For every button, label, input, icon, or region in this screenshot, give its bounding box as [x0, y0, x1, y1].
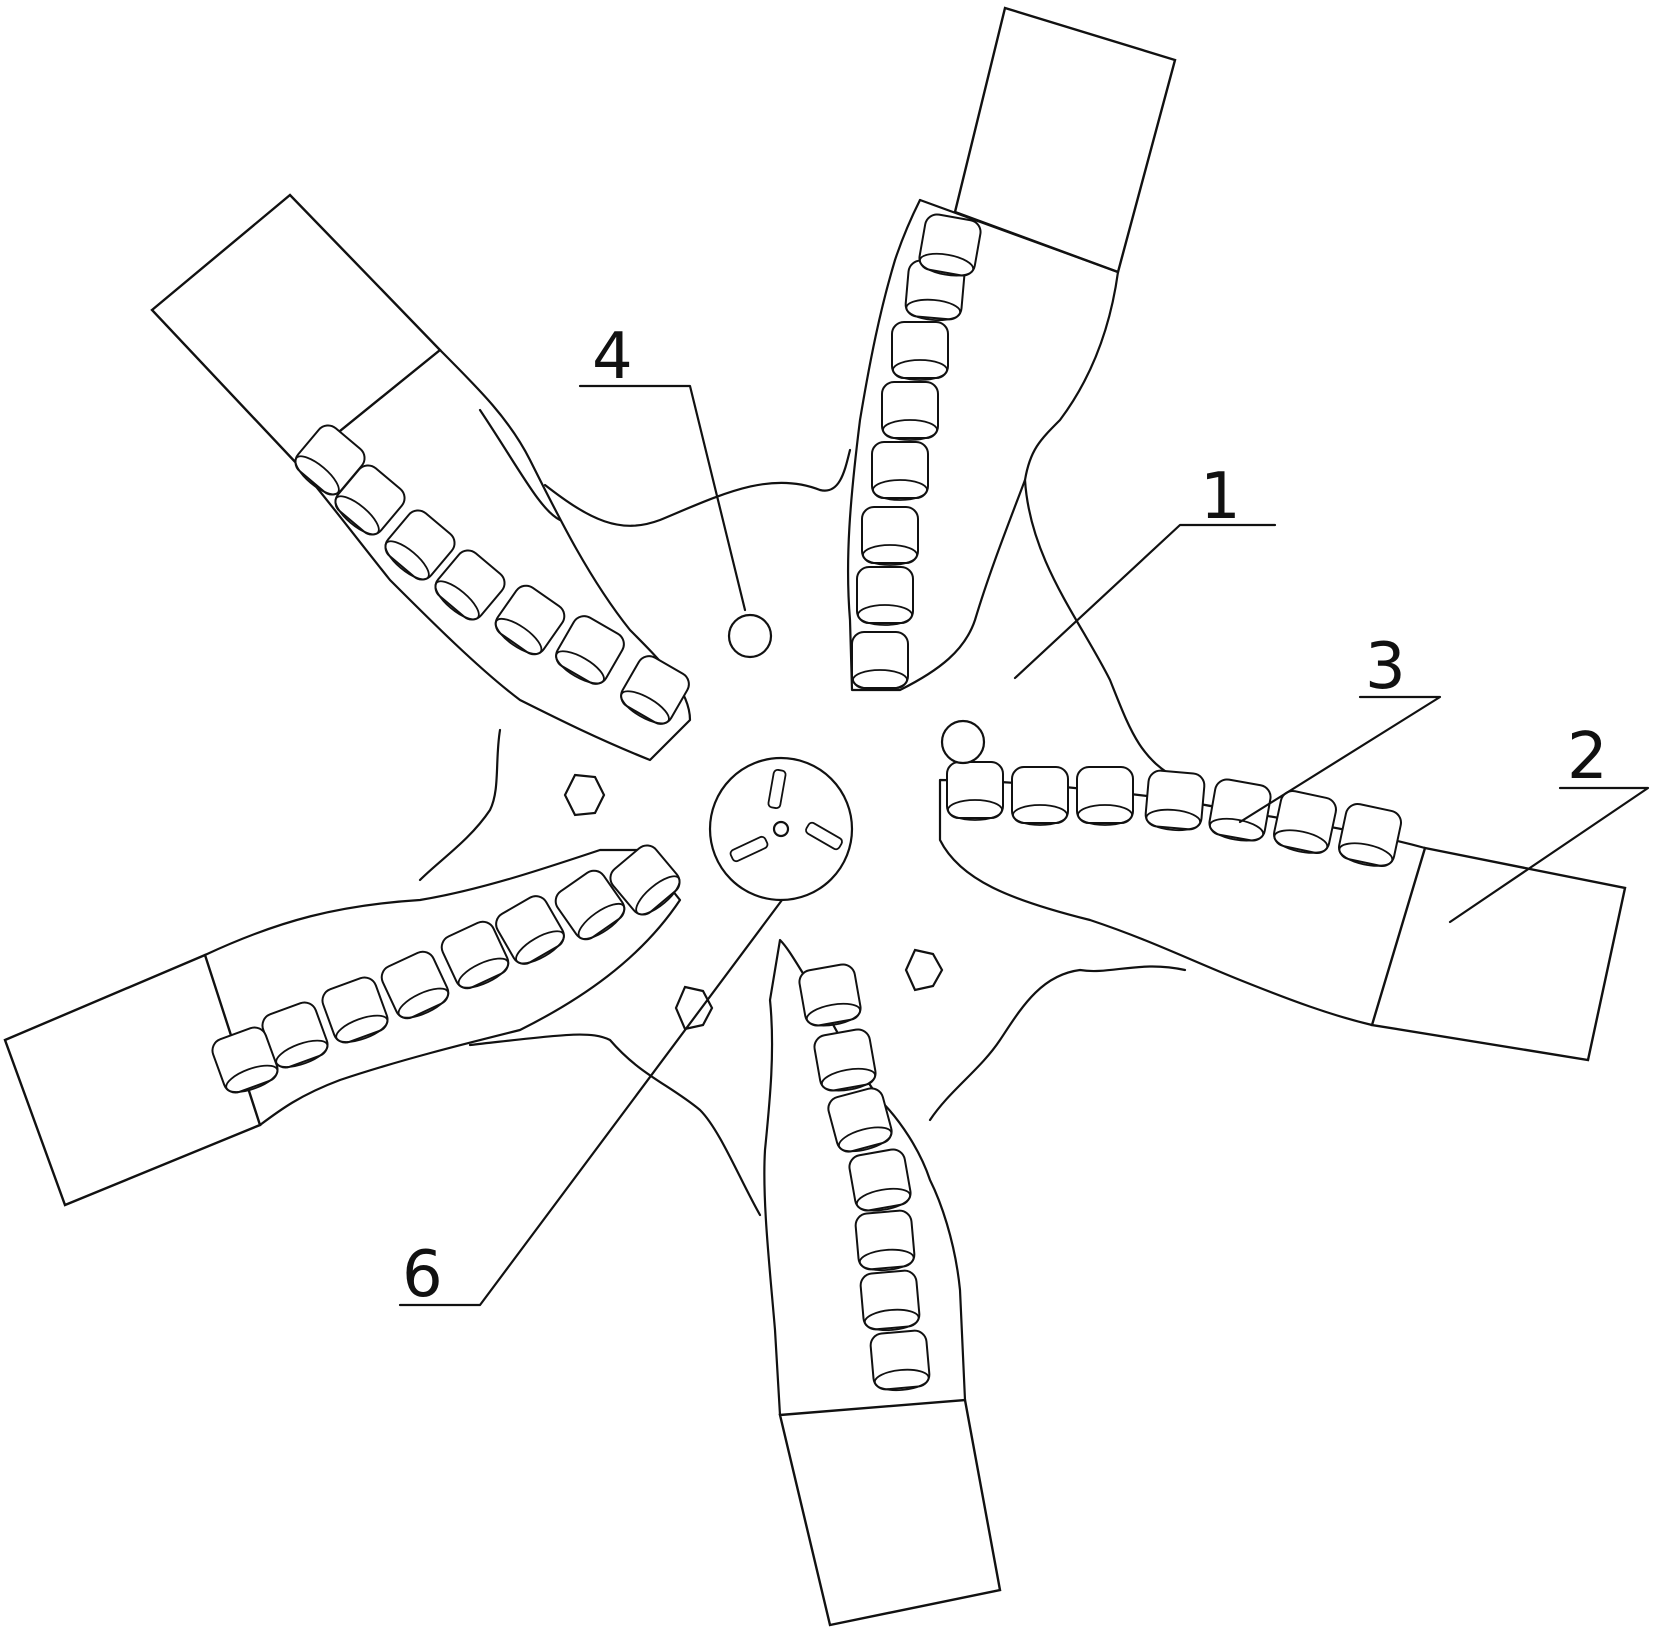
- pdc-cutter: [1076, 766, 1134, 826]
- gauge-pad-upper-left: [150, 193, 442, 467]
- pdc-cutter: [554, 869, 626, 941]
- blade-top: [846, 6, 1177, 692]
- pdc-cutter: [798, 963, 862, 1027]
- nozzle-hole: [563, 773, 606, 817]
- pdc-cutter: [434, 549, 506, 621]
- pdc-cutter: [918, 213, 982, 277]
- label-cutter: 3: [1365, 630, 1406, 704]
- center-cutters: [729, 768, 843, 863]
- nozzle-hole: [674, 985, 714, 1031]
- pdc-cutter: [881, 381, 939, 441]
- pdc-cutter: [1208, 778, 1272, 842]
- bit-body-outline: [418, 408, 1187, 1217]
- pdc-cutter: [211, 1026, 279, 1094]
- pdc-cutter: [848, 1148, 912, 1212]
- pdc-cutter: [854, 1209, 916, 1272]
- nozzle-hole: [904, 948, 944, 992]
- cutter-group: [211, 213, 1402, 1392]
- pdc-cutter: [609, 844, 681, 916]
- pdc-cutter: [294, 424, 366, 496]
- pdc-cutter: [946, 761, 1004, 821]
- gauge-pad-bottom: [778, 1398, 1002, 1627]
- pdc-cutter: [869, 1329, 931, 1392]
- label-nozzle: 4: [592, 320, 633, 394]
- blade-lower-left: [3, 848, 682, 1207]
- pdc-cutter: [861, 506, 919, 566]
- nozzle-hole: [940, 719, 986, 765]
- pdc-cutter: [384, 509, 456, 581]
- pdc-cutter: [827, 1087, 893, 1153]
- pdc-cutter: [440, 920, 510, 990]
- pdc-cutter: [813, 1028, 877, 1092]
- pdc-cutter: [1011, 766, 1069, 826]
- pdc-cutter: [1338, 803, 1402, 867]
- nozzle-hole: [727, 613, 773, 659]
- gauge-pad-right: [1370, 846, 1627, 1062]
- pdc-cutter: [871, 441, 929, 501]
- blade-upper-left: [150, 193, 692, 762]
- center-cone: [708, 756, 854, 902]
- pdc-cutter: [851, 631, 909, 691]
- leader-lines: [398, 384, 1650, 1307]
- pdc-cutter: [620, 655, 690, 725]
- pdc-cutter: [555, 615, 625, 685]
- pdc-cutter: [321, 976, 389, 1044]
- pdc-cutter: [380, 950, 450, 1020]
- label-group: 4 1 3 2 6: [402, 320, 1608, 1312]
- label-body: 1: [1200, 460, 1241, 534]
- pdc-cutter: [1144, 769, 1206, 832]
- gauge-pad-top: [953, 6, 1177, 274]
- pdc-cutter: [1273, 790, 1337, 854]
- pdc-cutter: [859, 1269, 921, 1332]
- pdc-cutter: [494, 584, 566, 656]
- pdc-cutter: [495, 895, 565, 965]
- pdc-cutter: [891, 321, 949, 381]
- pdc-cutter: [856, 566, 914, 626]
- label-center: 6: [402, 1238, 443, 1312]
- label-gauge: 2: [1567, 720, 1608, 794]
- nozzle-group: [563, 613, 986, 1031]
